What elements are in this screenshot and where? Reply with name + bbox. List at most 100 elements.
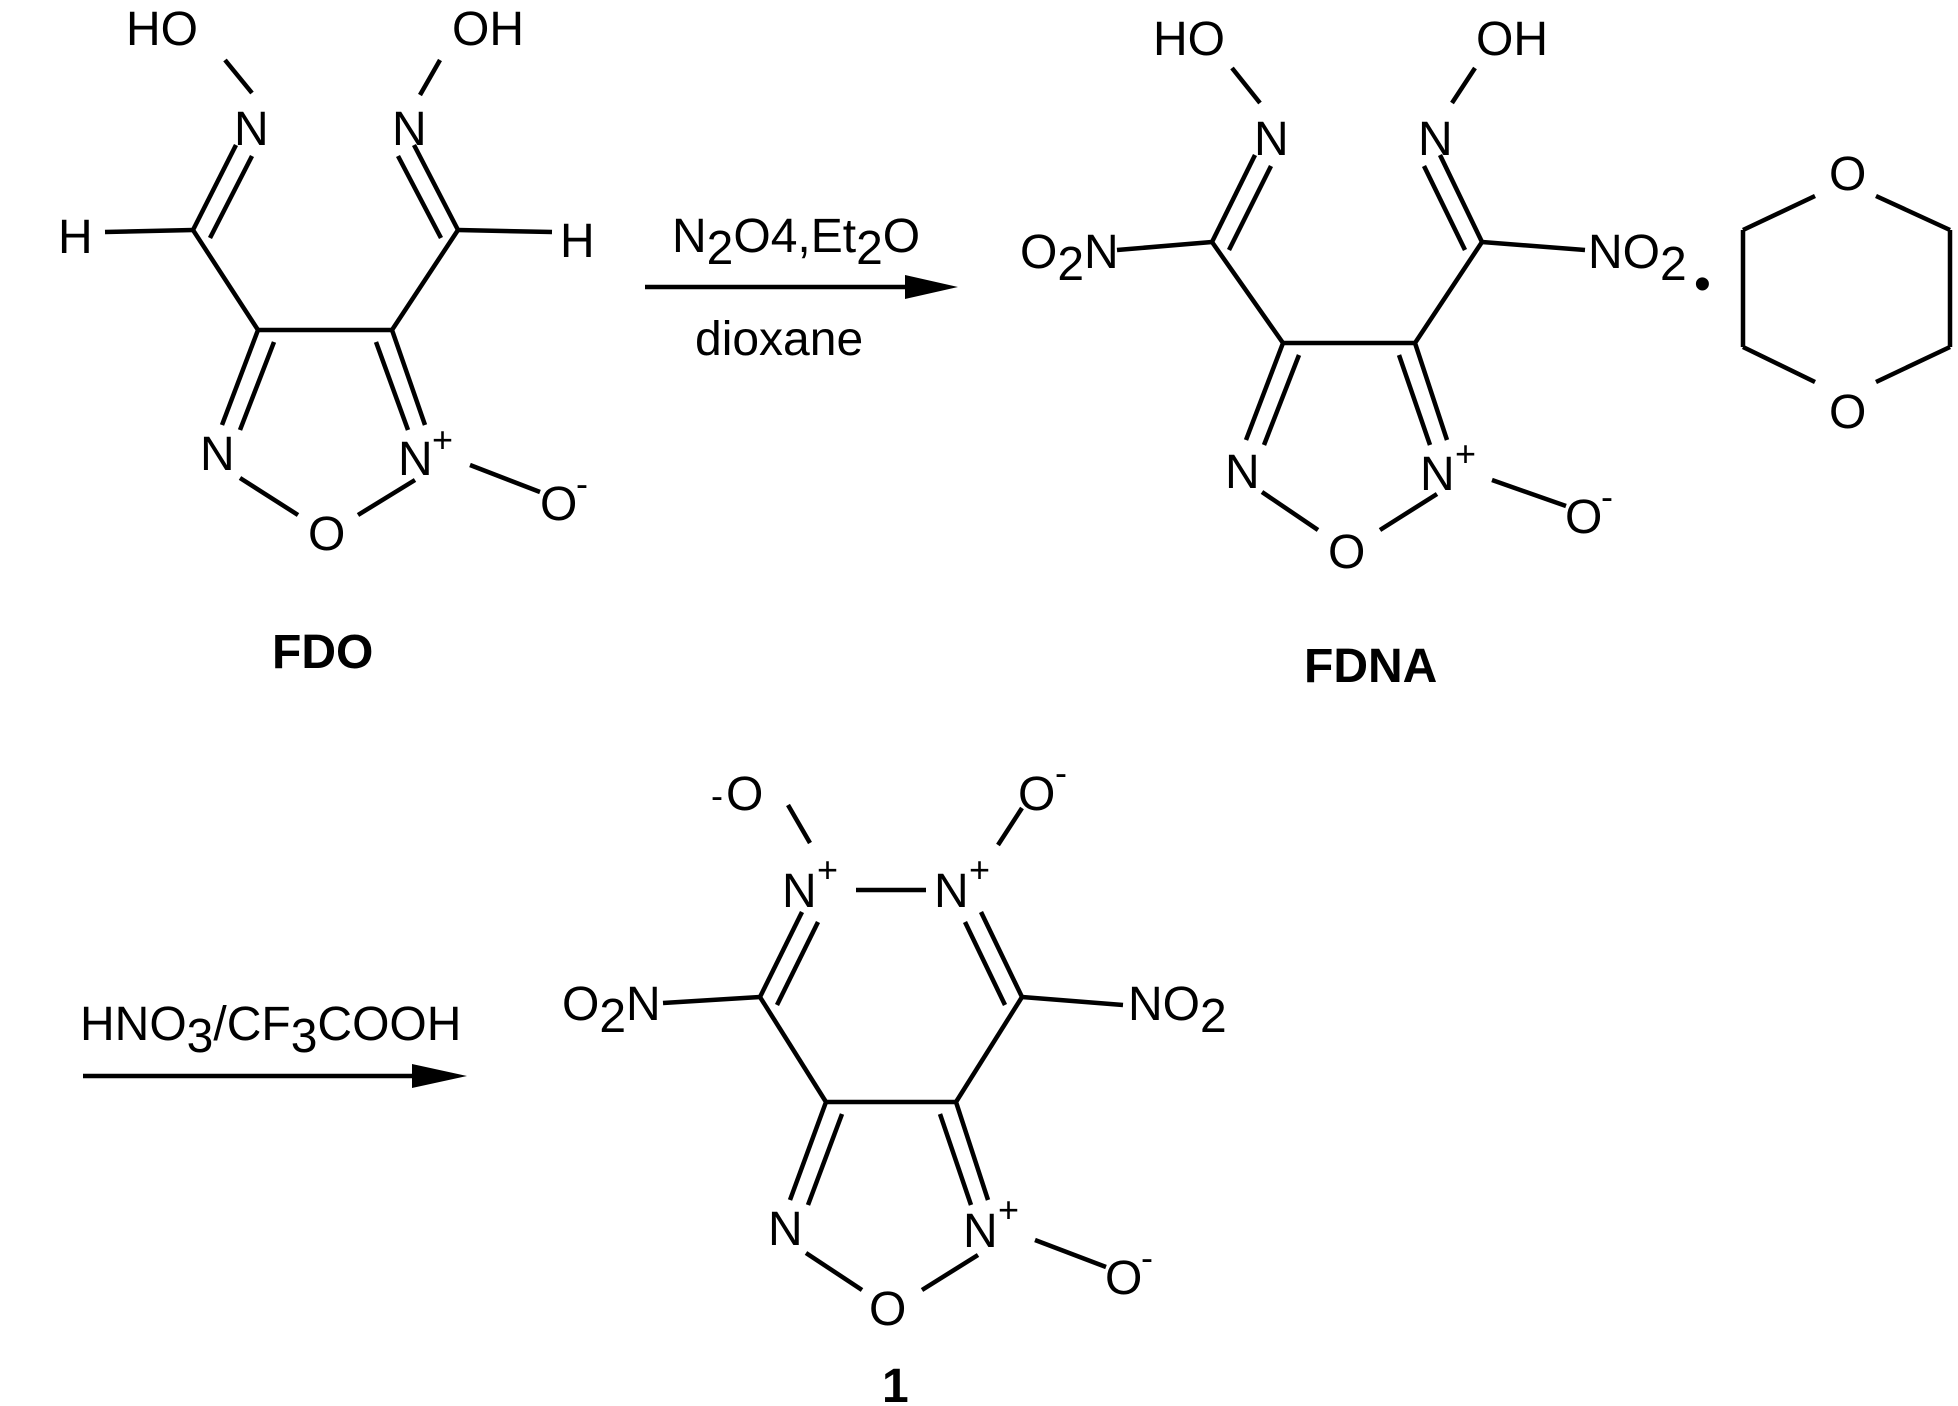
reaction-arrow-step1: N2O4,Et2O dioxane: [645, 210, 958, 366]
bond: [389, 329, 428, 426]
bond: [1481, 239, 1586, 253]
group-oh: OH: [452, 3, 524, 56]
bond: [1412, 342, 1450, 441]
bond-double: [805, 1113, 845, 1206]
bond: [1450, 66, 1477, 105]
bond: [1230, 66, 1262, 105]
bond: [1116, 239, 1213, 253]
bond: [1413, 240, 1484, 345]
atom-n-plus: N: [934, 865, 969, 918]
reaction-arrow-step2: HNO3/CF3COOH: [80, 998, 467, 1088]
group-ho: HO: [1153, 13, 1225, 66]
atom-o: O: [308, 508, 345, 561]
bond: [1378, 492, 1439, 532]
group-oh: OH: [1476, 13, 1548, 66]
compound-label-fdo: FDO: [272, 626, 373, 679]
group-no2: NO2: [1128, 978, 1227, 1043]
bond: [1021, 994, 1124, 1008]
bond: [978, 911, 1025, 998]
atom-o-minus: O: [540, 478, 577, 531]
bond: [758, 995, 828, 1104]
atom-o: O: [1328, 526, 1365, 579]
charge-minus: -: [1141, 1237, 1153, 1278]
charge-plus: +: [969, 849, 990, 890]
charge-plus: +: [998, 1189, 1019, 1230]
atom-o-minus: O: [1105, 1252, 1142, 1305]
dioxane-ring: O O: [1740, 148, 1953, 439]
bond: [786, 803, 812, 845]
adduct-dot: •: [1694, 258, 1711, 311]
reagents-step1: N2O4,Et2O: [672, 210, 920, 275]
fdo-structure: N O N + O - H H N N HO OH FDO: [58, 3, 595, 679]
bond: [662, 994, 761, 1006]
bond-double: [1421, 165, 1468, 251]
arrow-head: [905, 275, 958, 299]
charge-plus: +: [817, 849, 838, 890]
compound-label-fdna: FDNA: [1304, 640, 1437, 693]
bond: [804, 1251, 864, 1292]
bond: [1034, 1237, 1107, 1270]
atom-n: N: [234, 103, 269, 156]
bond: [1875, 344, 1951, 385]
group-o2n: O2N: [562, 978, 661, 1043]
bond: [390, 228, 460, 332]
bond-double: [774, 921, 821, 1006]
bond: [787, 1101, 829, 1201]
reagents-step2: HNO3/CF3COOH: [80, 998, 461, 1063]
charge-minus: -: [576, 463, 588, 504]
atom-n-plus: N: [398, 433, 433, 486]
bond-double: [937, 1113, 974, 1206]
atom-n: N: [1254, 113, 1289, 166]
bond: [457, 227, 553, 235]
bond: [104, 227, 194, 235]
bond: [418, 58, 442, 97]
product-1-structure: N O N + O - N + N + - O O - O2N NO2 1: [562, 752, 1227, 1406]
compound-label-1: 1: [882, 1360, 909, 1406]
atom-n: N: [1225, 446, 1260, 499]
atom-n: N: [200, 428, 235, 481]
bond: [191, 228, 260, 332]
bond-double: [373, 341, 411, 431]
bond: [1742, 344, 1816, 385]
bond-double: [1226, 164, 1274, 252]
atom-n-plus: N: [782, 865, 817, 918]
group-no2: NO2: [1588, 226, 1687, 291]
atom-n: N: [1418, 113, 1453, 166]
atom-o-minus: O: [1018, 768, 1055, 821]
atom-n: N: [768, 1203, 803, 1256]
atom-o-minus: O: [726, 768, 763, 821]
fdna-structure: N O N + O - N N HO OH O2N NO2 FDNA • O O: [1020, 13, 1953, 693]
bond: [996, 806, 1024, 847]
bond: [1875, 193, 1951, 233]
atom-n: N: [392, 103, 427, 156]
bond-double: [207, 154, 255, 240]
bond: [1209, 154, 1258, 243]
bond-double: [237, 341, 277, 431]
bond: [223, 58, 254, 95]
charge-minus: -: [711, 775, 723, 816]
bond-double: [1261, 354, 1302, 446]
bond: [1437, 154, 1485, 243]
bond: [953, 1101, 991, 1201]
bond: [920, 1253, 980, 1292]
bond-double: [962, 921, 1008, 1006]
bond: [1243, 342, 1286, 441]
group-o2n: O2N: [1020, 226, 1119, 291]
bond: [1742, 193, 1816, 233]
bond: [412, 143, 460, 232]
arrow-head: [412, 1064, 467, 1088]
atom-o: O: [1829, 386, 1866, 439]
charge-plus: +: [1455, 433, 1476, 474]
bond-double: [1396, 354, 1433, 446]
bond: [1491, 477, 1567, 509]
bond: [1210, 240, 1285, 345]
charge-minus: -: [1055, 752, 1067, 793]
atom-o: O: [1829, 148, 1866, 201]
charge-plus: +: [432, 419, 453, 460]
bond: [954, 995, 1024, 1104]
atom-o: O: [869, 1283, 906, 1336]
atom-n-plus: N: [1420, 448, 1455, 501]
atom-h: H: [58, 211, 93, 264]
bond: [238, 476, 300, 517]
